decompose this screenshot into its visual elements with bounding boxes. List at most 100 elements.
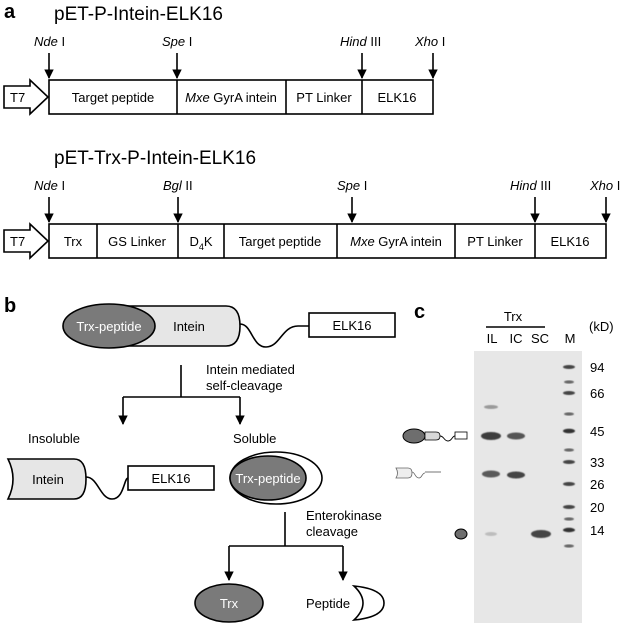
lane-label-il: IL (487, 331, 498, 346)
panel-c-label: c (414, 301, 425, 323)
construct-2-title: pET-Trx-P-Intein-ELK16 (54, 148, 256, 169)
marker-band (563, 527, 575, 533)
band (484, 405, 498, 409)
construct-1-sites: Nde I Spe I Hind III Xho I (34, 34, 445, 79)
trx-peptide-label: Trx-peptide (235, 471, 300, 486)
marker-label: 20 (590, 500, 604, 515)
segment-pt-linker: PT Linker (467, 234, 523, 249)
marker-band (563, 505, 575, 509)
svg-text:Spe I: Spe I (162, 34, 192, 49)
band (507, 471, 525, 479)
elk16-box (127, 465, 215, 491)
insoluble-label: Insoluble (28, 431, 80, 446)
restriction-site: Nde I (34, 178, 65, 223)
construct-2-bar (48, 223, 607, 259)
intein-label: Intein (32, 472, 64, 487)
lane-label-m: M (565, 331, 576, 346)
restriction-site: Hind III (340, 34, 381, 79)
svg-text:Hind III: Hind III (340, 34, 381, 49)
segment-target-peptide: Target peptide (239, 234, 321, 249)
marker-band (563, 365, 575, 369)
construct-1-map: T7 Target peptide Mxe GyrA intein PT Lin… (3, 78, 434, 116)
segment-pt-linker: PT Linker (296, 90, 352, 105)
trx-label: Trx (220, 596, 239, 611)
fusion-protein-icon (402, 428, 468, 444)
linker-wave (239, 323, 309, 348)
svg-text:Spe I: Spe I (337, 178, 367, 193)
t7-promoter-arrow (3, 222, 50, 260)
segment-elk16: ELK16 (550, 234, 589, 249)
segment-mxe-gyra-intein: Mxe GyrA intein (350, 234, 442, 249)
band (507, 432, 525, 440)
marker-band (563, 482, 575, 486)
marker-label: 66 (590, 386, 604, 401)
panel-a-label: a (4, 1, 16, 23)
band (482, 470, 500, 478)
gel-image (474, 351, 582, 623)
svg-text:Nde I: Nde I (34, 178, 65, 193)
band (531, 530, 551, 538)
marker-band (564, 448, 574, 452)
elk16-label: ELK16 (151, 471, 190, 486)
marker-band (564, 380, 574, 384)
trx-oval (194, 583, 264, 623)
elk16-label: ELK16 (332, 318, 371, 333)
restriction-site: Spe I (162, 34, 192, 79)
intein-shape (6, 458, 87, 500)
restriction-site: Xho I (414, 34, 445, 79)
intein-elk16-icon (395, 467, 441, 479)
t7-promoter-arrow (3, 78, 50, 116)
svg-text:Xho I: Xho I (589, 178, 620, 193)
trx-peptide-label: Trx-peptide (76, 319, 141, 334)
trx-peptide-oval (62, 303, 156, 349)
restriction-site: Bgl II (163, 178, 193, 223)
construct-1-bar (48, 79, 434, 115)
segment-elk16: ELK16 (377, 90, 416, 105)
svg-text:Hind III: Hind III (510, 178, 551, 193)
restriction-site: Xho I (589, 178, 620, 223)
segment-d4k: D4K (189, 234, 212, 252)
marker-band (564, 544, 574, 548)
restriction-site: Nde I (34, 34, 65, 79)
marker-band (563, 391, 575, 395)
construct-1-title: pET-P-Intein-ELK16 (54, 4, 223, 25)
t7-label: T7 (10, 90, 25, 105)
panel-b-label: b (4, 295, 16, 317)
segment-trx: Trx (64, 234, 83, 249)
marker-band (563, 460, 575, 464)
soluble-label: Soluble (233, 431, 276, 446)
trx-small-icon (454, 528, 468, 540)
fusion-protein: Trx-peptide Intein ELK16 (62, 303, 396, 349)
lane-label-ic: IC (510, 331, 523, 346)
trx-peptide-oval (229, 455, 307, 501)
marker-band (563, 428, 575, 434)
intein-label: Intein (173, 319, 205, 334)
marker-band (564, 412, 574, 416)
peptide-crescent (351, 584, 385, 622)
segment-target-peptide: Target peptide (72, 90, 154, 105)
svg-text:Xho I: Xho I (414, 34, 445, 49)
soluble-product: Trx-peptide (229, 451, 323, 505)
construct-2-map: T7 Trx GS Linker D4K Target peptide Mxe … (3, 222, 607, 260)
band (485, 532, 497, 536)
trx-group-label: Trx (504, 309, 523, 324)
segment-gs-linker: GS Linker (108, 234, 166, 249)
marker-band (564, 517, 574, 521)
unit-label: (kD) (589, 319, 614, 334)
segment-mxe-gyra-intein: Mxe GyrA intein (185, 90, 277, 105)
marker-label: 94 (590, 360, 604, 375)
insoluble-product: Intein ELK16 (6, 458, 215, 500)
svg-text:Bgl II: Bgl II (163, 178, 193, 193)
band (481, 432, 501, 440)
linker-wave (85, 476, 129, 500)
marker-label: 26 (590, 477, 604, 492)
lane-label-sc: SC (531, 331, 549, 346)
peptide-label: Peptide (306, 596, 350, 611)
marker-label: 45 (590, 424, 604, 439)
gel-background (474, 351, 582, 623)
restriction-site: Hind III (510, 178, 551, 223)
restriction-site: Spe I (337, 178, 367, 223)
